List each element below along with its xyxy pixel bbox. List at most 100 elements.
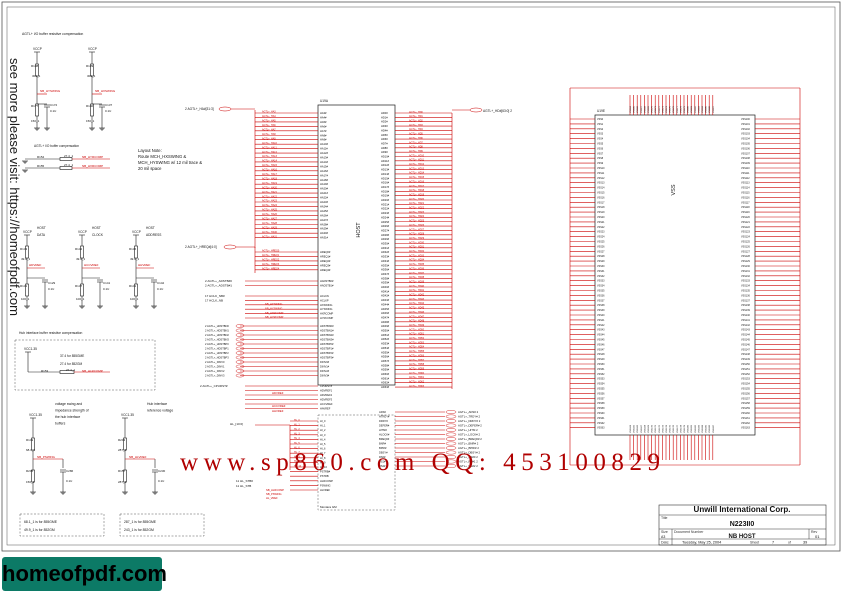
pin-name: HDSTBP2# bbox=[320, 351, 334, 355]
pin-name: VSS143 bbox=[741, 329, 750, 332]
pin-name: VSS186 bbox=[709, 424, 711, 433]
pin-name: HD2# bbox=[381, 120, 388, 124]
pin-name: HD30# bbox=[381, 242, 390, 246]
pin-net: AGTL+_HA10 bbox=[262, 142, 278, 145]
net-label: 2 AGTL+_HDSTBN3 bbox=[205, 338, 229, 342]
pin-name: VSS109 bbox=[741, 162, 750, 165]
cap-ref: C141 bbox=[103, 281, 111, 285]
cap-ref: C172 bbox=[50, 103, 58, 107]
cap-value: 0.1U bbox=[105, 109, 111, 113]
pin-name: VSS13 bbox=[597, 182, 605, 185]
bus-connector bbox=[445, 450, 457, 455]
pin-name: HD34# bbox=[381, 259, 390, 263]
net-label: AGTL+_RS#2 2 bbox=[458, 464, 478, 468]
pin-net: AGTL+_HD36 bbox=[409, 267, 425, 270]
pin-name: VSS78 bbox=[680, 105, 682, 113]
pin-name: HA8# bbox=[320, 133, 327, 137]
pin-name: HD46# bbox=[381, 311, 390, 315]
pin-name: VSS151 bbox=[741, 368, 750, 371]
pin-name: VSS31 bbox=[597, 270, 605, 273]
pin-name: VSS22 bbox=[597, 226, 605, 229]
pin-name: HD9# bbox=[381, 150, 388, 154]
pin-net: AGTL+_HD22 bbox=[409, 207, 425, 210]
net-label: 2 AGTL+_CPURST# bbox=[200, 384, 228, 388]
pin-name: HXRCOMP bbox=[320, 312, 334, 316]
pin-name: DEFER# bbox=[379, 424, 390, 428]
net-label: AGTL+_LOCK# 2 bbox=[458, 433, 480, 437]
bus-connector bbox=[445, 432, 457, 437]
cap-ref: C230 bbox=[158, 469, 166, 473]
pin-name: HD39# bbox=[381, 281, 390, 285]
chip-label: Montara GM bbox=[320, 505, 337, 509]
pin-name: VSS169 bbox=[648, 424, 650, 433]
pin-net: AGTL+_HD46 bbox=[409, 311, 425, 314]
bus-connector bbox=[235, 364, 245, 369]
pin-net: AGTL+_HD6 bbox=[409, 137, 423, 140]
pin-net: AGTL+_HD55 bbox=[409, 350, 425, 353]
date-label: Date: bbox=[661, 541, 669, 545]
pin-net: HL_5 bbox=[294, 442, 300, 445]
resistor-ref: R137 bbox=[75, 284, 83, 288]
pin-name: HD17# bbox=[381, 185, 390, 189]
pin-name: HA15# bbox=[320, 164, 328, 168]
pin-net: AGTL+_HD37 bbox=[409, 272, 425, 275]
pin-name: VSS130 bbox=[741, 265, 750, 268]
pin-name: VSS33 bbox=[597, 280, 605, 283]
pin-name: VSS106 bbox=[741, 147, 750, 150]
pin-net: AGTL+_HA18 bbox=[262, 177, 278, 180]
pin-name: VSS51 bbox=[597, 368, 605, 371]
bus-connector bbox=[218, 106, 232, 112]
pin-name: VSS153 bbox=[741, 378, 750, 381]
pin-name: PSWING bbox=[320, 483, 331, 487]
pin-name: VSS80 bbox=[688, 105, 690, 113]
pin-net: AGTL+_HD62 bbox=[409, 381, 425, 384]
bus-connector bbox=[235, 360, 245, 364]
pin-net: AGTL+_HA14 bbox=[262, 160, 278, 163]
pin-net: AGTL+_HA26 bbox=[262, 213, 278, 216]
net-label: 2 AGTL+_HDSTBP0 bbox=[205, 342, 229, 346]
pin-net: AGTL+_HD20 bbox=[409, 198, 425, 201]
pin-name: VSS101 bbox=[741, 123, 750, 126]
pin-name: VSS120 bbox=[741, 216, 750, 219]
pin-name: VSS83 bbox=[698, 105, 700, 113]
pin-name: VSS121 bbox=[741, 221, 750, 224]
pin-net: AGTL+_HD30 bbox=[409, 241, 425, 244]
pin-name: VSS23 bbox=[597, 231, 605, 234]
pin-net: AGTL+_HD5 bbox=[409, 133, 423, 136]
pin-name: HDSTBN3# bbox=[320, 338, 334, 342]
pin-name: RS2# bbox=[379, 464, 386, 468]
pin-name: HA12# bbox=[320, 151, 328, 155]
resistor-ref: R142 bbox=[75, 247, 83, 251]
resistor-value: 100_1 bbox=[76, 297, 85, 301]
pin-name: VSS108 bbox=[741, 157, 750, 160]
pin-name: VSS152 bbox=[741, 373, 750, 376]
chip-ref: U19A bbox=[320, 99, 329, 103]
pin-net: AGTL+_HD29 bbox=[409, 237, 425, 240]
pin-name: HDSTBP3# bbox=[320, 356, 334, 360]
pin-net: HL_10 bbox=[294, 465, 302, 468]
pin-name: VSS35 bbox=[597, 290, 605, 293]
net-label: AGTL+_RS#0 2 bbox=[458, 455, 478, 459]
pin-name: HLOCK# bbox=[379, 433, 390, 437]
cap-value: 0.1U bbox=[103, 287, 109, 291]
pin-name: HD40# bbox=[381, 285, 390, 289]
company-name: Unwill International Corp. bbox=[694, 505, 791, 514]
pin-net: AGTL+_HA12 bbox=[262, 151, 278, 154]
net-label: 2 AGTL+_HDSTBN2 bbox=[205, 333, 229, 337]
pin-net: AGTL+_HA22 bbox=[262, 195, 278, 198]
pin-name: VSS43 bbox=[597, 329, 605, 332]
pin-name: HD28# bbox=[381, 233, 390, 237]
pin-name: VSS157 bbox=[741, 397, 750, 400]
pin-name: VSS165 bbox=[634, 424, 636, 433]
pin-name: HYSWING bbox=[320, 307, 332, 311]
pin-name: VSS149 bbox=[741, 358, 750, 361]
pin-net: AGTL+_HD33 bbox=[409, 254, 425, 257]
pin-name: VSS74 bbox=[666, 105, 668, 113]
pin-name: HD22# bbox=[381, 207, 390, 211]
pin-net: AGTL+_HD32 bbox=[409, 250, 425, 253]
net-label: 2 AGTL+_DINV0 bbox=[205, 360, 225, 364]
pin-name: HD51# bbox=[381, 333, 390, 337]
pin-name: HD56# bbox=[381, 355, 390, 359]
bus-connector bbox=[235, 342, 245, 346]
pin-name: VSS17 bbox=[597, 201, 605, 204]
